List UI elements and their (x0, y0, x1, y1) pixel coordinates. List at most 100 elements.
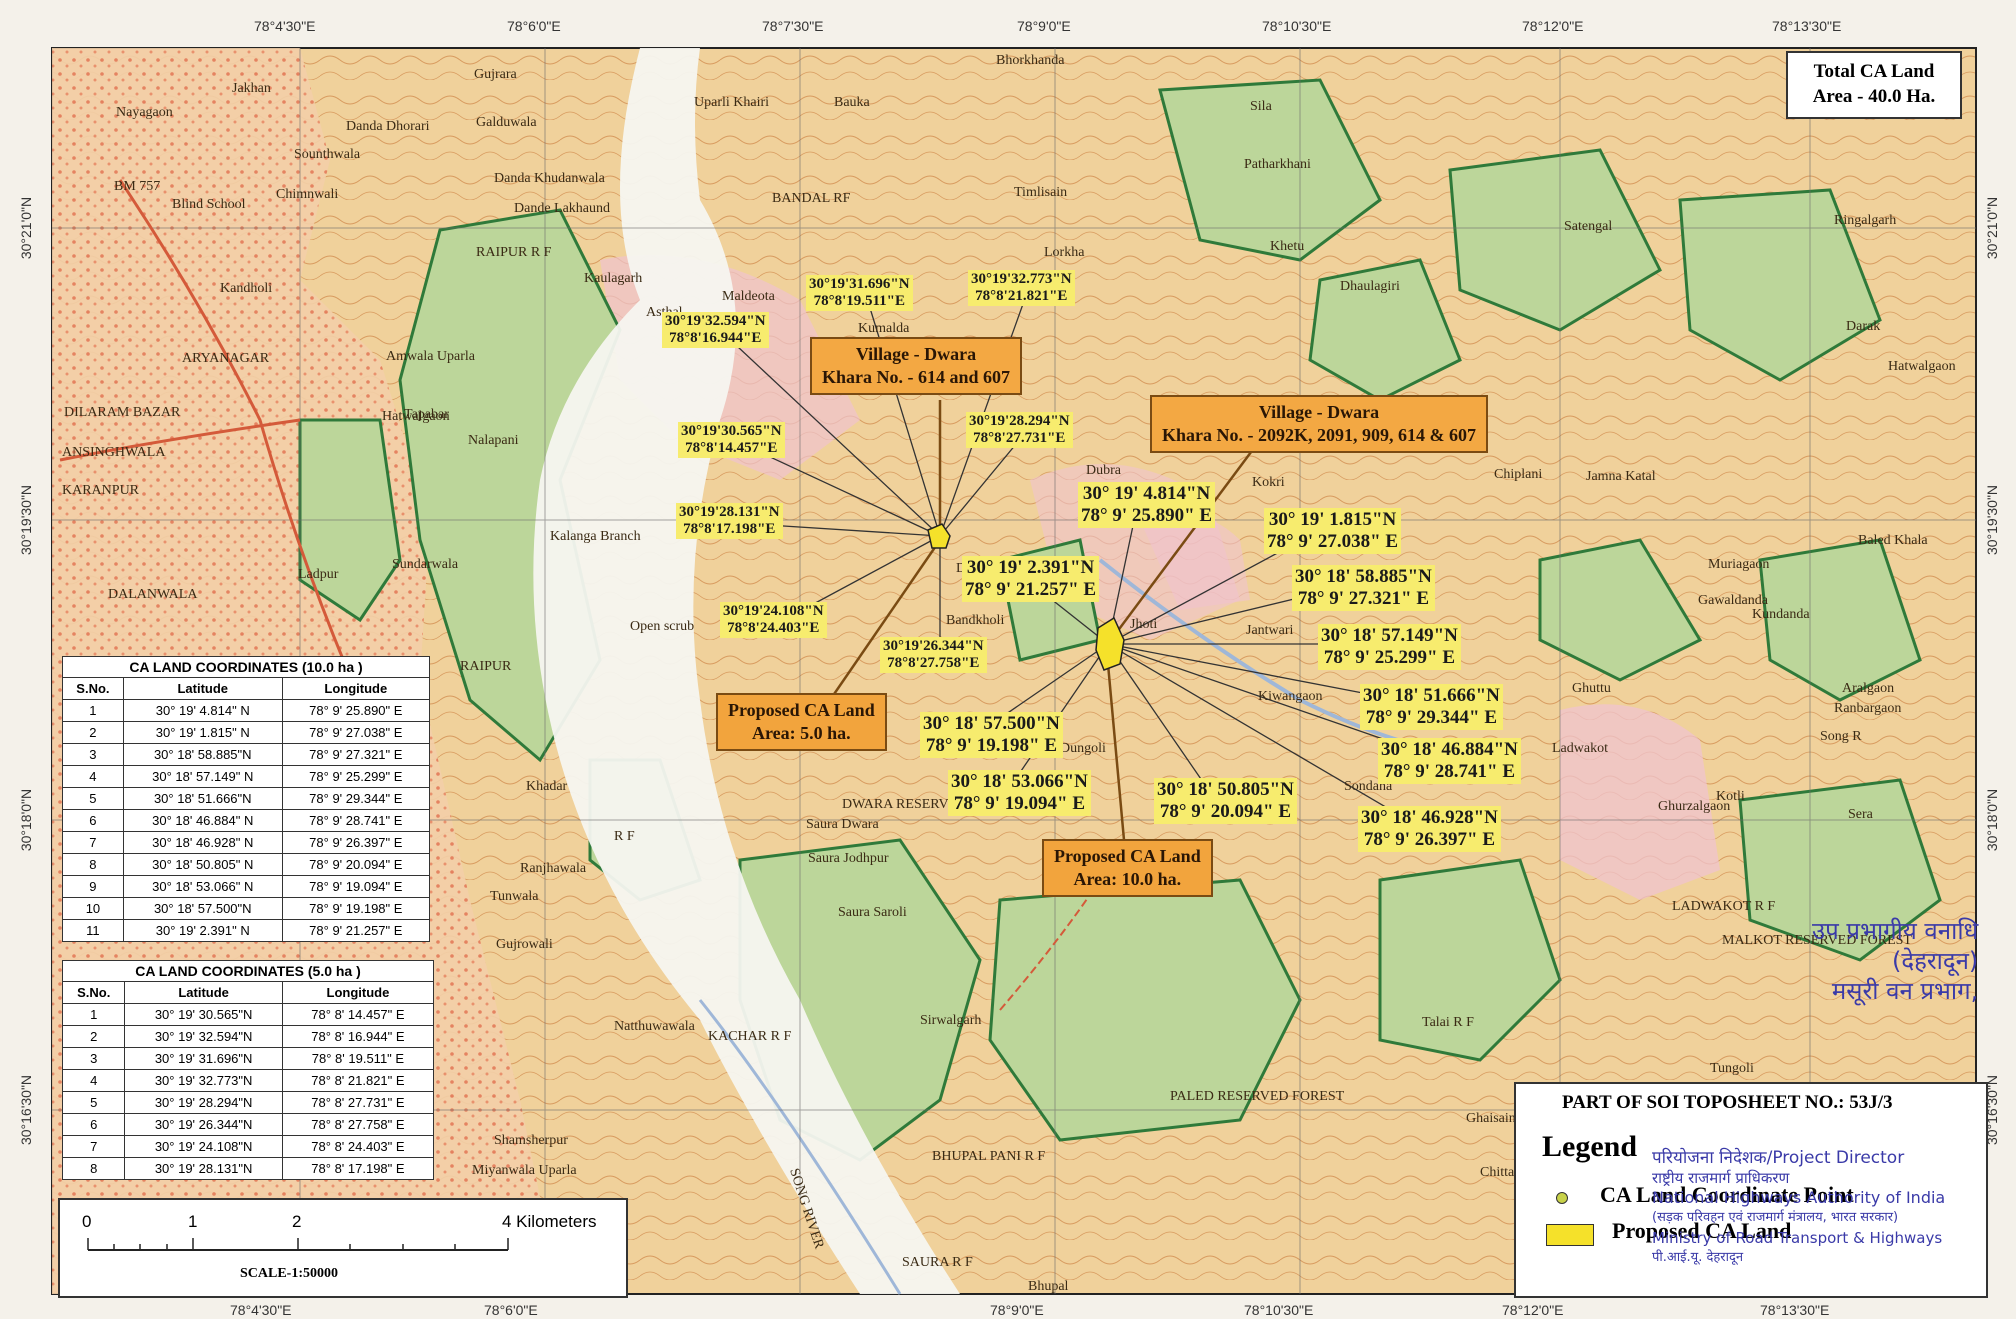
label-latitude: 30° 18' 53.066"N (951, 771, 1088, 792)
place-name: Ghaisain (1466, 1111, 1516, 1126)
axis-label-left: 30°21'0"N (18, 196, 34, 260)
cell-sno: 6 (62, 809, 124, 832)
col-latitude: Latitude (124, 981, 283, 1004)
place-name: ANSINGHWALA (62, 445, 166, 460)
place-name: Ranbargaon (1834, 701, 1901, 716)
scale-graphic (87, 1238, 509, 1251)
axis-label-right: 30°19'30"N (1984, 484, 2000, 556)
axis-label-top: 78°12'0"E (1522, 18, 1584, 34)
place-name: Blind School (172, 197, 246, 212)
axis-label-top: 78°6'0"E (507, 18, 561, 34)
label-longitude: 78°8'27.758"E (887, 655, 980, 671)
cell-longitude: 78° 8' 24.403" E (281, 1135, 435, 1158)
place-name: Patharkhani (1244, 157, 1311, 172)
col-longitude: Longitude (281, 981, 435, 1004)
label-longitude: 78° 9' 29.344" E (1365, 707, 1497, 728)
place-name: DILARAM BAZAR (64, 405, 181, 420)
place-name: Ghurzalgaon (1658, 799, 1730, 814)
axis-label-top: 78°10'30"E (1262, 18, 1332, 34)
place-name: PALED RESERVED FOREST (1170, 1089, 1345, 1104)
cell-sno: 7 (61, 1135, 126, 1158)
callout-leader (828, 539, 942, 701)
cell-longitude: 78° 9' 27.321" E (281, 743, 431, 766)
place-name: Aralgaon (1842, 681, 1894, 696)
label-latitude: 30° 18' 51.666"N (1363, 685, 1500, 706)
stamp-line: (सड़क परिवहन एवं राजमार्ग मंत्रालय, भारत… (1652, 1210, 1899, 1225)
cell-latitude: 30° 19' 4.814" N (122, 699, 283, 722)
cell-longitude: 78° 8' 16.944" E (281, 1025, 435, 1048)
cell-sno: 4 (61, 1069, 126, 1092)
label-longitude: 78° 9' 27.321" E (1297, 588, 1429, 609)
place-name: Galduwala (476, 115, 537, 130)
leader-line (1107, 643, 1419, 827)
place-name: Ringalgarh (1834, 213, 1896, 228)
callout-proposed-5ha: Proposed CA Land Area: 5.0 ha. (716, 693, 887, 751)
place-name: ARYANAGAR (182, 351, 270, 366)
cell-sno: 10 (62, 897, 124, 920)
place-name: MALKOT RESERVED FOREST (1722, 933, 1912, 948)
ca-land-5ha-polygon (927, 523, 951, 549)
axis-label-left: 30°16'30"N (18, 1074, 34, 1146)
place-name: Nayagaon (116, 105, 173, 120)
leader-line (939, 431, 1027, 537)
callout-line: Village - Dwara (855, 344, 977, 364)
cell-latitude: 30° 18' 57.500"N (122, 897, 283, 920)
label-longitude: 78°8'16.944"E (669, 330, 762, 346)
cell-sno: 6 (61, 1113, 126, 1136)
label-latitude: 30° 18' 57.500"N (923, 713, 1060, 734)
cell-sno: 3 (62, 743, 124, 766)
label-latitude: 30°19'31.696"N (809, 276, 910, 292)
place-name: Saura Saroli (838, 905, 907, 920)
cell-latitude: 30° 18' 46.928" N (122, 831, 283, 854)
place-name: Miyanwala Uparla (472, 1163, 577, 1178)
axis-label-top: 78°4'30"E (254, 18, 316, 34)
label-longitude: 78°8'24.403"E (727, 620, 820, 636)
label-longitude: 78°8'21.821"E (975, 288, 1068, 304)
label-latitude: 30°19'30.565"N (681, 423, 782, 439)
place-name: Tapabar (404, 407, 449, 422)
cell-sno: 9 (62, 875, 124, 898)
label-latitude: 30° 19' 2.391"N (966, 557, 1095, 578)
callout-leader (1106, 663, 1126, 841)
place-name: Ranjhawala (520, 861, 587, 876)
callout-village-2092k: Village - Dwara Khara No. - 2092K, 2091,… (1150, 395, 1488, 453)
place-name: Dande Lakhaund (514, 201, 610, 216)
label-longitude: 78° 9' 25.299" E (1323, 647, 1455, 668)
label-longitude: 78°8'19.511"E (813, 293, 905, 309)
cell-latitude: 30° 19' 31.696"N (124, 1047, 283, 1070)
label-latitude: 30°19'32.594"N (665, 313, 766, 329)
place-name: Lorkha (1044, 245, 1085, 260)
stamp-line: पी.आई.यू. देहरादून (1652, 1250, 1744, 1265)
col-sno: S.No. (61, 981, 126, 1004)
place-name: RAIPUR R F (476, 245, 552, 260)
place-name: DALANWALA (108, 587, 198, 602)
col-longitude: Longitude (281, 677, 431, 700)
stamp-line: Ministry of Road Transport & Highways (1652, 1229, 1943, 1247)
place-name: Kokri (1252, 475, 1285, 490)
cell-sno: 2 (61, 1025, 126, 1048)
label-longitude: 78°8'17.198"E (683, 521, 776, 537)
cell-latitude: 30° 18' 53.066" N (122, 875, 283, 898)
axis-label-bottom: 78°6'0"E (484, 1302, 538, 1318)
place-name: Tunwala (490, 889, 539, 904)
place-name: Hatwalgaon (382, 409, 450, 424)
label-latitude: 30°19'28.294"N (969, 413, 1070, 429)
callout-line: Khara No. - 614 and 607 (822, 367, 1011, 387)
callout-village-614-607: Village - Dwara Khara No. - 614 and 607 (810, 337, 1023, 395)
